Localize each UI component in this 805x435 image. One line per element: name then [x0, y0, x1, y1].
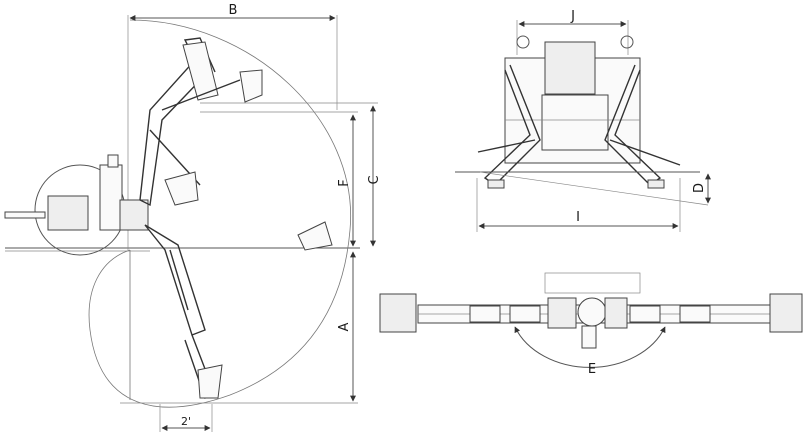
dim-c-label: C — [367, 175, 382, 184]
cylinder-left — [477, 139, 536, 153]
hitch-bar — [4, 211, 46, 219]
end-pad-right — [769, 293, 803, 333]
pad-left — [487, 179, 505, 189]
cyl-left-2 — [509, 305, 541, 323]
reach-envelope — [88, 19, 352, 408]
bucket-upper — [182, 41, 219, 101]
cyl-right-2 — [679, 305, 711, 323]
boom-stub — [581, 325, 597, 349]
dim-f-label: F — [337, 179, 352, 186]
post-right-top — [620, 35, 634, 49]
swing-frame — [119, 199, 149, 231]
hitch-frame — [47, 195, 89, 231]
boom-lower — [144, 224, 206, 336]
mast-frame — [99, 164, 123, 231]
bucket-lower — [197, 364, 223, 399]
top-view-box — [544, 272, 641, 294]
post-left-top — [516, 35, 530, 49]
bucket-reach — [297, 221, 333, 251]
swing-hub — [577, 297, 607, 327]
pad-right — [647, 179, 665, 189]
dim-a-label: A — [337, 322, 352, 331]
center-left-block — [547, 297, 577, 329]
dim-d-label: D — [692, 183, 707, 193]
dim-b-label: B — [229, 3, 238, 18]
dim-i-label: I — [576, 210, 580, 225]
dim-j-label: J — [570, 9, 575, 24]
dipper-arm-upper — [161, 79, 241, 111]
bucket-upper-2 — [239, 69, 263, 103]
side-view: B C F A 2' — [4, 3, 382, 432]
bucket-mid — [164, 171, 199, 206]
center-right-block — [604, 297, 628, 329]
cyl-right-1 — [629, 305, 661, 323]
dim-e-label: E — [588, 362, 596, 377]
cylinder-right — [609, 139, 681, 166]
seat-post — [107, 154, 119, 168]
dim-e-arc — [514, 326, 666, 368]
center-block — [541, 94, 609, 151]
cylinder-lower — [169, 249, 189, 311]
seat-block — [544, 41, 596, 95]
width-marker-label: 2' — [181, 415, 191, 428]
end-pad-left — [379, 293, 417, 333]
cyl-left-1 — [469, 305, 501, 323]
top-view: E — [379, 272, 803, 377]
front-view: J D I — [455, 9, 711, 232]
slope-line — [479, 171, 709, 206]
